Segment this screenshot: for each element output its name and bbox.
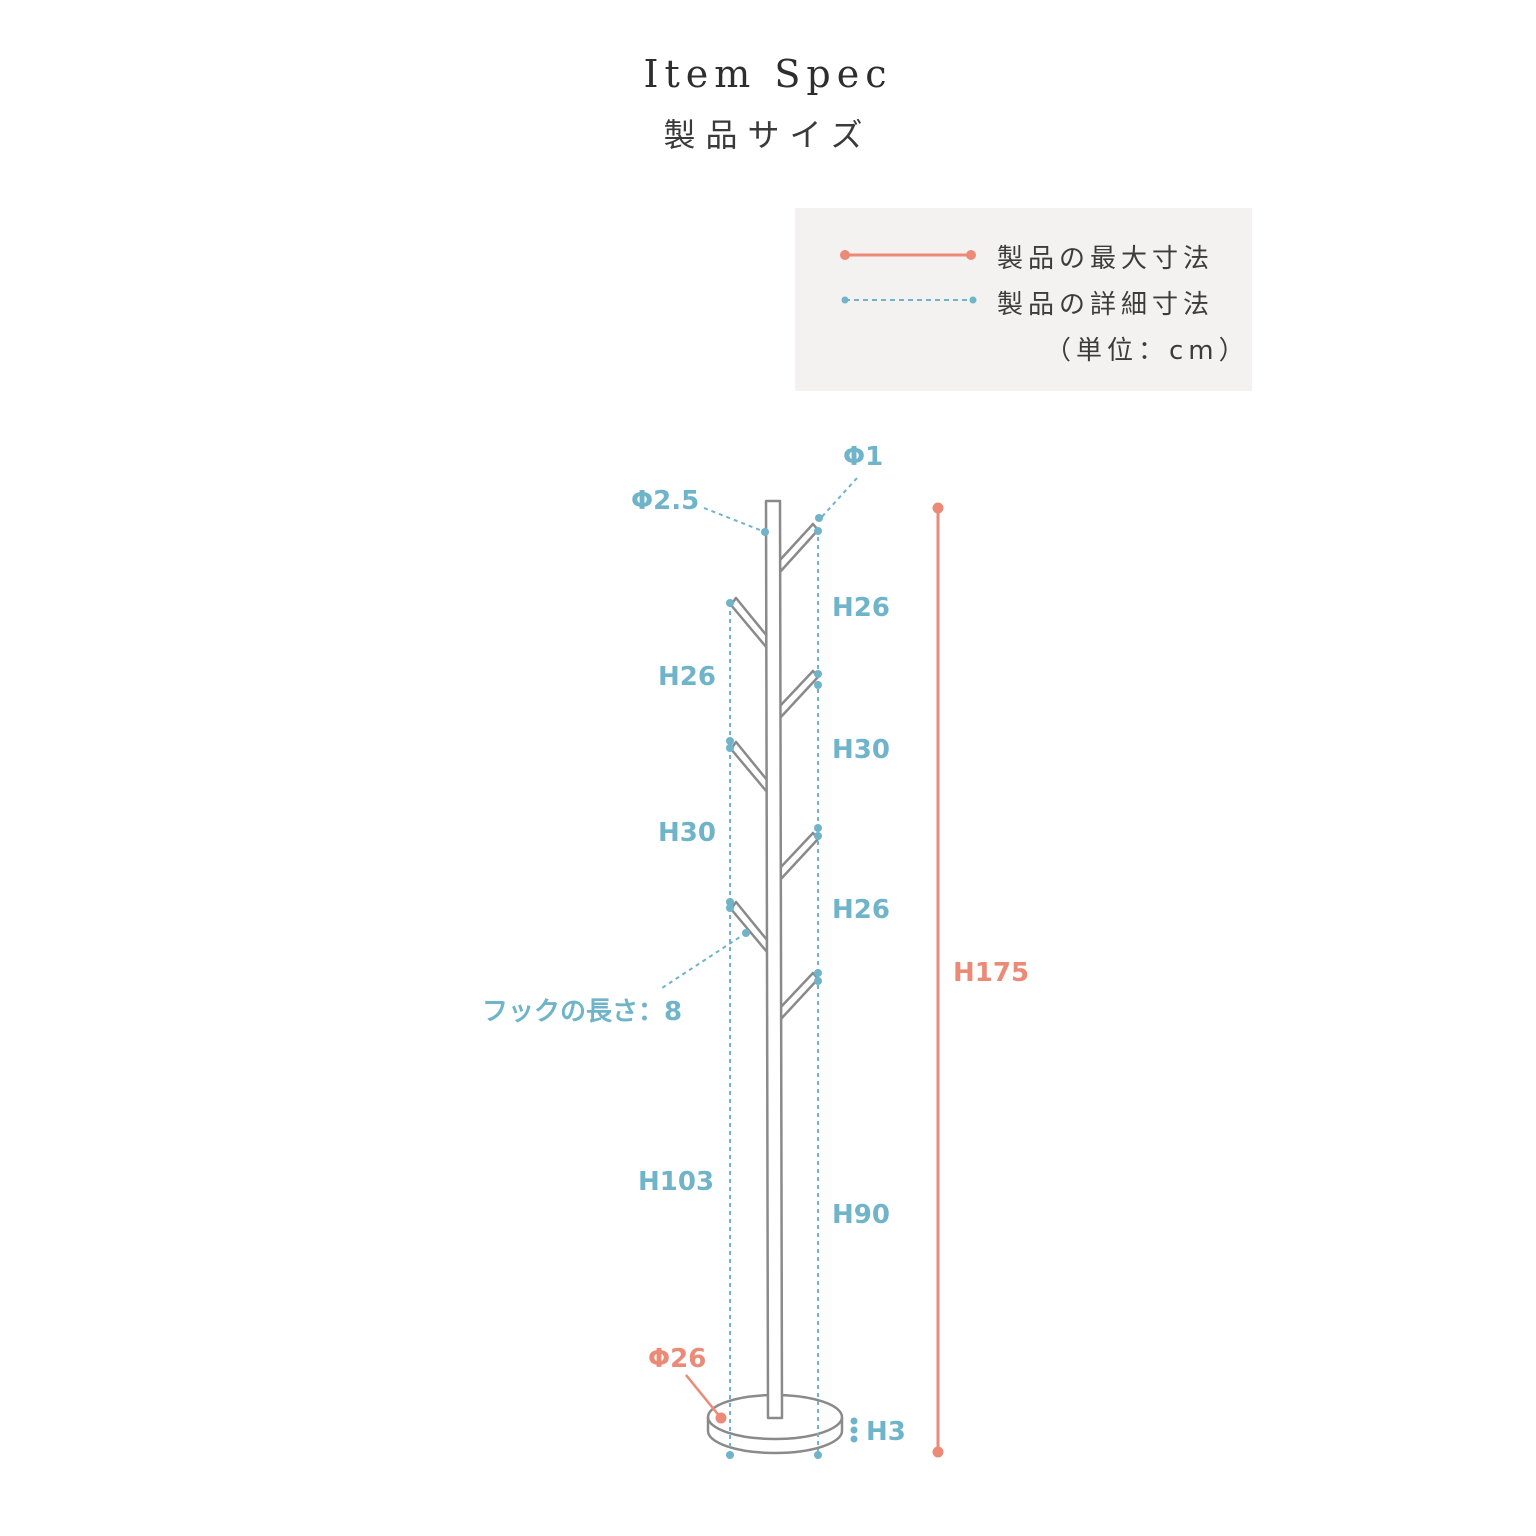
label-post-diameter: Φ2.5 — [631, 486, 699, 516]
detail-guide-dots — [726, 514, 858, 1459]
legend-max-line — [840, 250, 976, 260]
title-english: Item Spec — [643, 52, 893, 96]
label-right-h26-top: H26 — [832, 593, 890, 623]
detail-guides — [661, 477, 858, 1455]
label-hook-diameter: Φ1 — [843, 442, 883, 472]
label-base-height: H3 — [866, 1417, 906, 1447]
title-japanese: 製品サイズ — [663, 116, 873, 154]
hook-left-2 — [729, 740, 769, 794]
label-right-h90: H90 — [832, 1200, 890, 1230]
base-diameter-pointer — [685, 1374, 727, 1424]
label-hook-length: フックの長さ：8 — [482, 997, 682, 1027]
legend-swatches — [840, 250, 977, 304]
label-total-height: H175 — [953, 958, 1029, 988]
hook-left-3 — [729, 900, 769, 954]
label-base-diameter: Φ26 — [648, 1344, 706, 1374]
coat-rack-drawing — [706, 499, 844, 1455]
hook-right-2 — [778, 669, 820, 720]
hook-right-4 — [778, 971, 820, 1022]
max-height-line — [932, 502, 944, 1458]
label-right-h30: H30 — [832, 735, 890, 765]
legend-max-label: 製品の最大寸法 — [997, 244, 1215, 274]
legend-detail-line — [841, 296, 977, 304]
hook-right-1 — [778, 522, 820, 574]
legend-box: 製品の最大寸法 製品の詳細寸法 （単位：cm） — [795, 208, 1252, 391]
label-right-h26-bottom: H26 — [832, 895, 890, 925]
post — [764, 499, 784, 1420]
legend-unit-label: （単位：cm） — [1045, 336, 1250, 366]
hook-right-3 — [778, 831, 820, 882]
legend-detail-label: 製品の詳細寸法 — [997, 290, 1215, 320]
hook-left-1 — [729, 596, 769, 650]
label-left-h30: H30 — [658, 818, 716, 848]
label-left-h26: H26 — [658, 662, 716, 692]
label-left-h103: H103 — [638, 1167, 714, 1197]
